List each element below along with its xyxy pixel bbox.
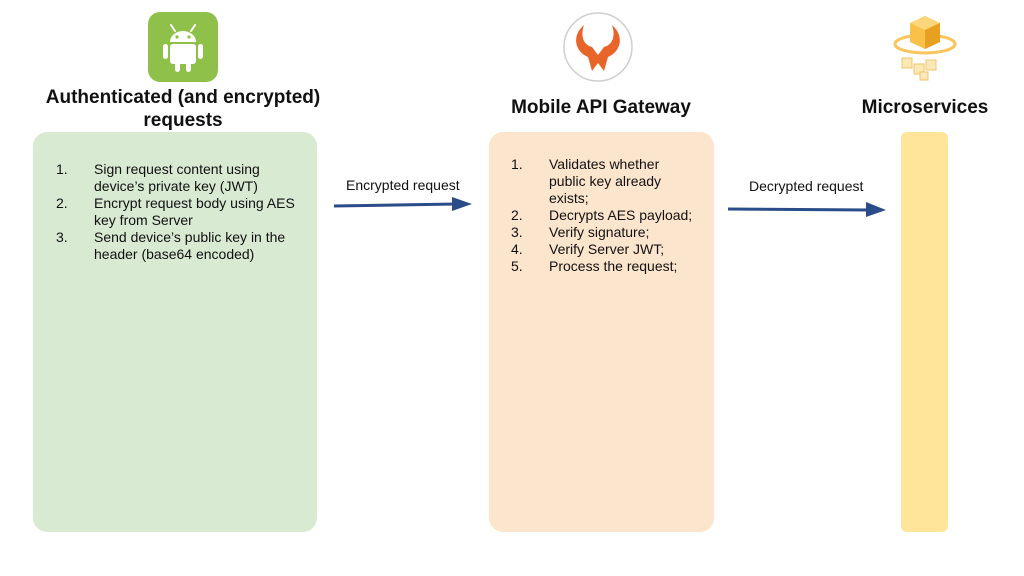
step-text: Verify signature; [549, 224, 650, 240]
step-number: 1. [56, 161, 68, 177]
decrypted-request-label: Decrypted request [749, 178, 864, 194]
step-text: Validates whether public key already exi… [549, 156, 662, 206]
cube-cluster-icon [892, 12, 958, 82]
step-number: 3. [56, 229, 68, 245]
gateway-logo-icon [562, 11, 634, 83]
step-number: 4. [511, 241, 523, 257]
list-item: 3. Send device’s public key in the heade… [56, 229, 306, 263]
list-item: 2. Encrypt request body using AES key fr… [56, 195, 306, 229]
step-number: 3. [511, 224, 523, 240]
arrow-right-icon [333, 197, 472, 211]
list-item: 1. Validates whether public key already … [511, 156, 696, 207]
gateway-panel: 1. Validates whether public key already … [489, 132, 714, 532]
client-panel: 1. Sign request content using device’s p… [33, 132, 317, 532]
step-text: Decrypts AES payload; [549, 207, 693, 223]
step-number: 5. [511, 258, 523, 274]
step-text: Encrypt request body using AES key from … [94, 195, 295, 228]
step-text: Process the request; [549, 258, 678, 274]
step-text: Sign request content using device’s priv… [94, 161, 260, 194]
list-item: 1. Sign request content using device’s p… [56, 161, 306, 195]
step-number: 2. [56, 195, 68, 211]
microservices-heading: Microservices [861, 97, 989, 118]
arrow-right-icon [727, 202, 886, 217]
step-number: 2. [511, 207, 523, 223]
list-item: 2. Decrypts AES payload; [511, 207, 696, 224]
list-item: 5. Process the request; [511, 258, 696, 275]
client-steps-list: 1. Sign request content using device’s p… [56, 161, 306, 263]
gateway-steps-list: 1. Validates whether public key already … [511, 156, 696, 275]
list-item: 3. Verify signature; [511, 224, 696, 241]
encrypted-request-label: Encrypted request [346, 177, 460, 193]
gateway-heading: Mobile API Gateway [511, 97, 691, 118]
step-number: 1. [511, 156, 523, 172]
step-text: Send device’s public key in the header (… [94, 229, 286, 262]
client-heading: Authenticated (and encrypted) requests [45, 87, 321, 131]
microservices-panel [901, 132, 948, 532]
list-item: 4. Verify Server JWT; [511, 241, 696, 258]
android-icon [148, 12, 218, 82]
step-text: Verify Server JWT; [549, 241, 665, 257]
